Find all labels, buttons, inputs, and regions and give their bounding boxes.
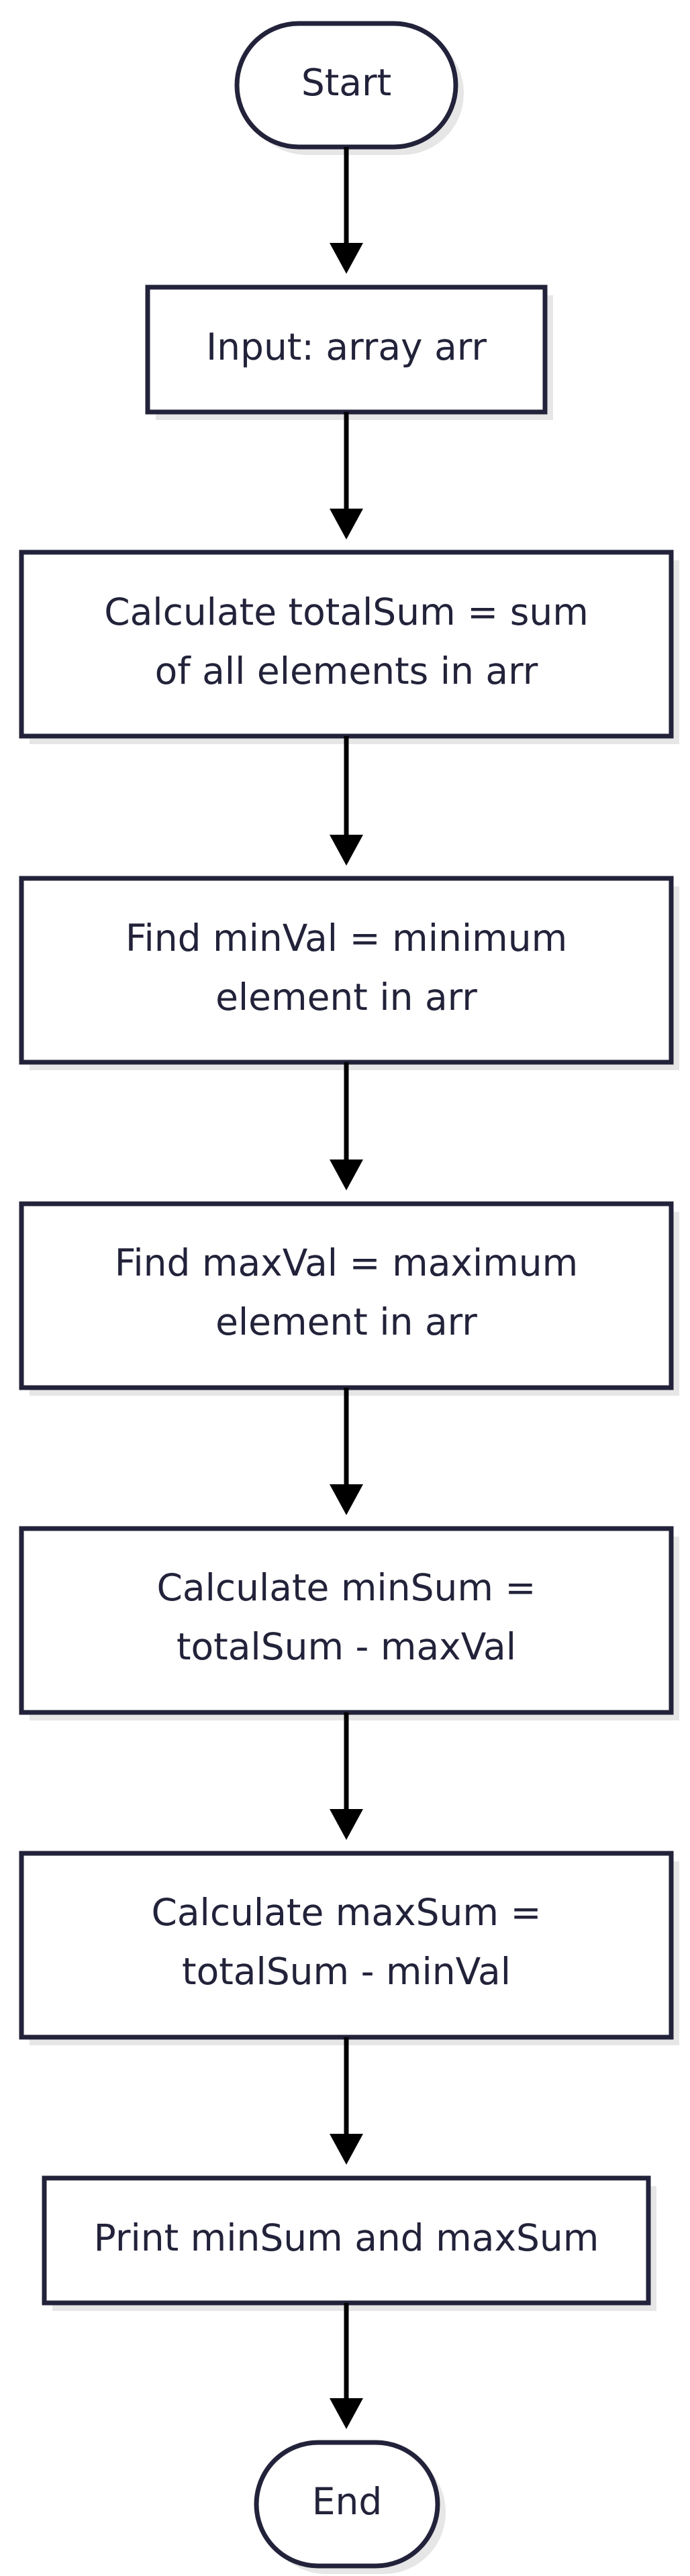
- min-sum-line1: Calculate minSum =: [157, 1566, 536, 1609]
- max-val-line2: element in arr: [215, 1300, 477, 1343]
- arrow-input-to-total-sum: [330, 412, 363, 539]
- arrow-start-to-input: [330, 147, 363, 274]
- max-val-node: Find maxVal = maximum element in arr: [19, 1201, 679, 1396]
- min-val-node: Find minVal = minimum element in arr: [19, 876, 679, 1070]
- arrow-max-sum-to-print: [330, 2037, 363, 2165]
- end-label: End: [312, 2480, 383, 2523]
- start-node: Start: [234, 21, 464, 155]
- arrow-print-to-end: [330, 2303, 363, 2429]
- arrow-max-val-to-min-sum: [330, 1388, 363, 1515]
- min-val-line2: element in arr: [215, 976, 477, 1019]
- max-sum-line1: Calculate maxSum =: [151, 1891, 541, 1934]
- end-node: End: [254, 2440, 446, 2574]
- total-sum-node: Calculate totalSum = sum of all elements…: [19, 550, 679, 744]
- max-val-line1: Find maxVal = maximum: [115, 1241, 579, 1284]
- print-label: Print minSum and maxSum: [94, 2216, 599, 2259]
- min-val-line1: Find minVal = minimum: [126, 917, 567, 960]
- max-sum-node: Calculate maxSum = totalSum - minVal: [19, 1851, 679, 2045]
- print-node: Print minSum and maxSum: [42, 2175, 656, 2311]
- arrow-min-val-to-max-val: [330, 1062, 363, 1190]
- max-sum-line2: totalSum - minVal: [182, 1950, 511, 1993]
- total-sum-line2: of all elements in arr: [155, 650, 538, 692]
- start-label: Start: [301, 61, 391, 104]
- min-sum-node: Calculate minSum = totalSum - maxVal: [19, 1526, 679, 1720]
- arrow-total-sum-to-min-val: [330, 736, 363, 866]
- input-label: Input: array arr: [206, 325, 487, 368]
- total-sum-line1: Calculate totalSum = sum: [104, 590, 589, 633]
- arrow-min-sum-to-max-sum: [330, 1712, 363, 1840]
- input-node: Input: array arr: [145, 285, 553, 420]
- min-sum-line2: totalSum - maxVal: [177, 1625, 516, 1668]
